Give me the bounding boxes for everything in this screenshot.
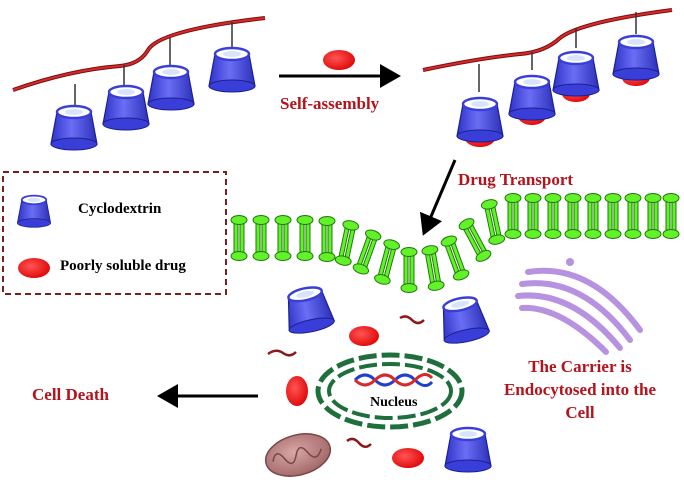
legend-cyclodextrin-label: Cyclodextrin bbox=[78, 201, 162, 217]
intracellular-drugs bbox=[286, 326, 424, 468]
nucleus bbox=[315, 352, 465, 430]
cyclodextrin-chain-right bbox=[455, 34, 661, 144]
nucleus-label: Nucleus bbox=[370, 395, 418, 410]
tether-lines-right bbox=[478, 12, 637, 92]
legend-drug-label: Poorly soluble drug bbox=[60, 258, 186, 274]
drug-transport-label: Drug Transport bbox=[458, 170, 574, 189]
mitochondrion bbox=[264, 433, 332, 477]
cell-membrane bbox=[231, 194, 679, 293]
free-drug bbox=[323, 50, 355, 70]
self-assembly-label: Self-assembly bbox=[280, 94, 380, 113]
drug-transport-arrow bbox=[419, 159, 457, 236]
legend-drug-icon bbox=[18, 258, 50, 278]
golgi-apparatus bbox=[515, 258, 643, 355]
cyclodextrin-chain-left bbox=[49, 46, 257, 152]
legend-cyclodextrin-icon bbox=[16, 194, 52, 229]
dna-fragments bbox=[267, 315, 425, 448]
polymer-chain-right bbox=[422, 8, 673, 72]
polymer-chain-left bbox=[12, 16, 266, 92]
cell-death-label: Cell Death bbox=[32, 385, 109, 404]
carrier-endocytosed-label: The Carrier is Endocytosed into the Cell bbox=[503, 357, 657, 422]
